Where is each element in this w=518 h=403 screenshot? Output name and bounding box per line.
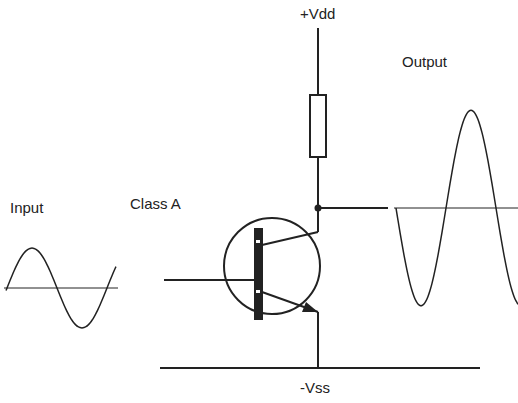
collector-lead (262, 232, 318, 245)
junction-dot (315, 205, 322, 212)
input-label: Input (10, 200, 43, 217)
output-axis (394, 208, 518, 209)
input-axis (4, 288, 118, 289)
supply-label: -Vss (300, 380, 330, 397)
class-label: Class A (130, 196, 181, 213)
input-waveform (6, 248, 116, 328)
transistor-envelope (224, 218, 320, 314)
collector-wire (317, 157, 319, 232)
output-wire (318, 207, 388, 209)
emitter-arrow (302, 302, 318, 312)
supply-wire (317, 28, 319, 95)
output-waveform (396, 110, 518, 305)
resistor-symbol (310, 95, 326, 157)
base-bar-mark (256, 290, 260, 293)
base-bar (254, 228, 263, 320)
emitter-lead (262, 292, 318, 312)
base-wire (164, 279, 256, 281)
negative-rail (160, 367, 480, 369)
supply-label: +Vdd (300, 6, 335, 23)
emitter-wire (317, 312, 319, 368)
output-label: Output (402, 54, 447, 71)
base-bar-mark (256, 240, 260, 243)
